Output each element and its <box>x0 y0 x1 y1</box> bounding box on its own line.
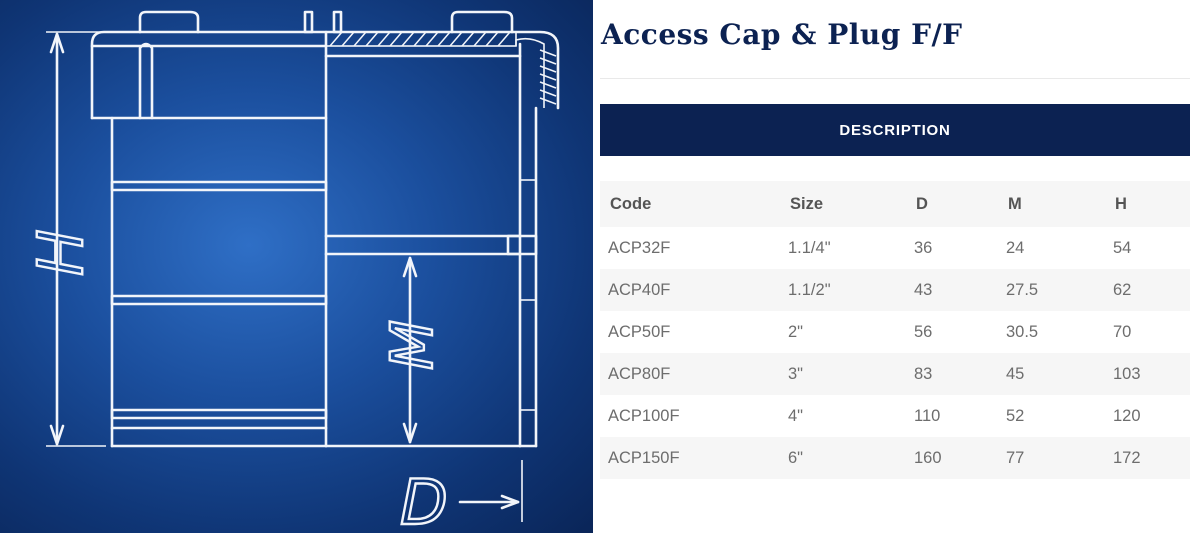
header-d: D <box>906 181 998 227</box>
cell-code: ACP40F <box>600 269 780 311</box>
dimension-label-d: D <box>400 466 448 533</box>
cell-m: 45 <box>998 353 1105 395</box>
description-tab[interactable]: DESCRIPTION <box>600 104 1190 156</box>
table-row: ACP50F 2" 56 30.5 70 <box>600 311 1190 353</box>
cell-m: 27.5 <box>998 269 1105 311</box>
dimension-label-h: H <box>24 229 97 276</box>
product-info: Access Cap & Plug F/F DESCRIPTION Code S… <box>600 0 1190 533</box>
cell-m: 52 <box>998 395 1105 437</box>
cell-h: 103 <box>1105 353 1190 395</box>
dimension-label-m: M <box>378 320 446 370</box>
cell-h: 54 <box>1105 227 1190 269</box>
cell-code: ACP50F <box>600 311 780 353</box>
cell-h: 172 <box>1105 437 1190 479</box>
description-label: DESCRIPTION <box>839 121 951 139</box>
header-h: H <box>1105 181 1190 227</box>
cell-d: 43 <box>906 269 998 311</box>
header-m: M <box>998 181 1105 227</box>
cell-size: 3" <box>780 353 906 395</box>
cell-m: 24 <box>998 227 1105 269</box>
cell-d: 160 <box>906 437 998 479</box>
cell-code: ACP100F <box>600 395 780 437</box>
cell-size: 2" <box>780 311 906 353</box>
table-header-row: Code Size D M H <box>600 181 1190 227</box>
cell-size: 1.1/2" <box>780 269 906 311</box>
title-divider <box>600 78 1190 79</box>
cell-d: 56 <box>906 311 998 353</box>
cell-size: 6" <box>780 437 906 479</box>
product-title: Access Cap & Plug F/F <box>601 18 963 51</box>
cell-d: 83 <box>906 353 998 395</box>
cell-h: 120 <box>1105 395 1190 437</box>
cell-size: 1.1/4" <box>780 227 906 269</box>
spec-table: Code Size D M H ACP32F 1.1/4" 36 24 54 A… <box>600 181 1190 479</box>
cell-d: 110 <box>906 395 998 437</box>
cell-h: 62 <box>1105 269 1190 311</box>
table-row: ACP32F 1.1/4" 36 24 54 <box>600 227 1190 269</box>
header-size: Size <box>780 181 906 227</box>
cap-plug-drawing: H M D <box>23 10 560 533</box>
cell-size: 4" <box>780 395 906 437</box>
cell-m: 30.5 <box>998 311 1105 353</box>
cell-d: 36 <box>906 227 998 269</box>
table-row: ACP80F 3" 83 45 103 <box>600 353 1190 395</box>
cell-code: ACP80F <box>600 353 780 395</box>
technical-drawing: H M D <box>0 0 593 533</box>
table-row: ACP100F 4" 110 52 120 <box>600 395 1190 437</box>
cell-code: ACP32F <box>600 227 780 269</box>
table-row: ACP40F 1.1/2" 43 27.5 62 <box>600 269 1190 311</box>
cell-code: ACP150F <box>600 437 780 479</box>
table-row: ACP150F 6" 160 77 172 <box>600 437 1190 479</box>
cell-m: 77 <box>998 437 1105 479</box>
header-code: Code <box>600 181 780 227</box>
cell-h: 70 <box>1105 311 1190 353</box>
